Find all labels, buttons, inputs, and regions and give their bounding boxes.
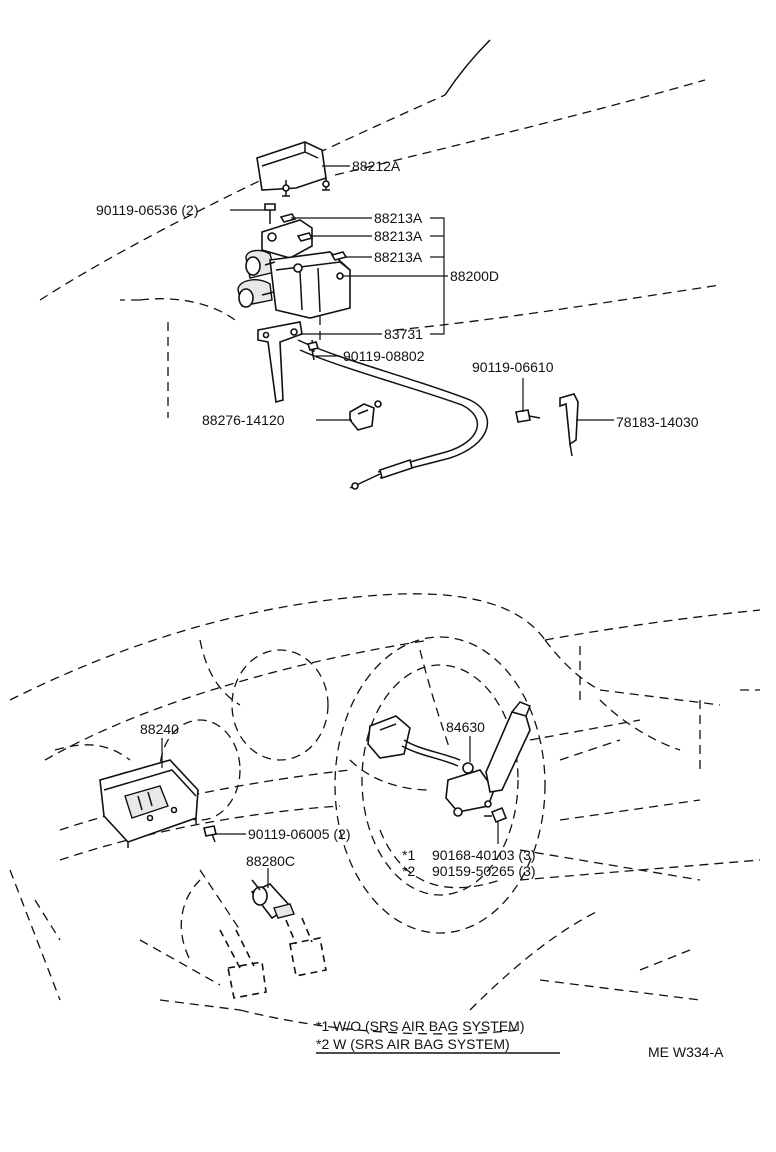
cruise-cover xyxy=(256,141,330,197)
callout-cover-bolt: 90119-06536 (2) xyxy=(96,202,198,218)
callout-cable: 83731 xyxy=(384,326,423,342)
callout-actuator: 88200D xyxy=(450,268,499,284)
figure-code: ME W334-A xyxy=(648,1044,724,1060)
callout-clip-1: 88213A xyxy=(374,210,423,226)
main-switch xyxy=(367,701,531,817)
actuator-bolt xyxy=(306,341,320,361)
cruise-computer xyxy=(99,759,199,848)
right-bolt xyxy=(515,409,541,423)
callout-clip-2: 88213A xyxy=(374,228,423,244)
callout-bolt-right: 90119-06610 xyxy=(472,359,554,375)
cover-bolt xyxy=(264,203,276,224)
note-2: *2 W (SRS AIR BAG SYSTEM) xyxy=(316,1036,510,1052)
callout-actuator-bolt: 90119-08802 xyxy=(343,348,425,364)
actuator-bracket-and-cable xyxy=(257,316,489,490)
top-leader-lines xyxy=(230,165,614,421)
cable-clamp xyxy=(349,400,382,431)
pedals xyxy=(199,869,327,999)
callout-sensor-bracket: 78183-14030 xyxy=(616,414,699,430)
bottom-leader-lines xyxy=(161,736,499,888)
callout-stop-switch: 88280C xyxy=(246,853,295,869)
top-callouts: 88212A 90119-06536 (2) 88213A 88213A 882… xyxy=(96,158,699,430)
switch-screw xyxy=(484,806,508,824)
callout-computer: 88240 xyxy=(140,721,179,737)
mark-2: *2 xyxy=(402,863,415,879)
callout-clip-3: 88213A xyxy=(374,249,423,265)
callout-screw-w: 90159-50265 (3) xyxy=(432,863,536,879)
cruise-actuator xyxy=(237,219,351,319)
mark-1: *1 xyxy=(402,847,415,863)
stop-lamp-switch xyxy=(250,879,295,920)
computer-bolt xyxy=(203,825,217,843)
callout-screw-wo: 90168-40103 (3) xyxy=(432,847,536,863)
dashboard-outline xyxy=(9,593,761,1035)
callout-main-switch: 84630 xyxy=(446,719,485,735)
callout-bracket: 88276-14120 xyxy=(202,412,285,428)
footnotes: *1 W/O (SRS AIR BAG SYSTEM) *2 W (SRS AI… xyxy=(316,1018,724,1060)
bottom-callouts: 88240 90119-06005 (2) 88280C 84630 *1 90… xyxy=(140,719,536,879)
sensor-bracket xyxy=(559,393,579,457)
callout-computer-bolt: 90119-06005 (2) xyxy=(248,826,350,842)
steering-wheel xyxy=(334,636,546,934)
callout-cover: 88212A xyxy=(352,158,401,174)
note-1: *1 W/O (SRS AIR BAG SYSTEM) xyxy=(316,1018,524,1034)
engine-bay-outline xyxy=(39,39,721,418)
